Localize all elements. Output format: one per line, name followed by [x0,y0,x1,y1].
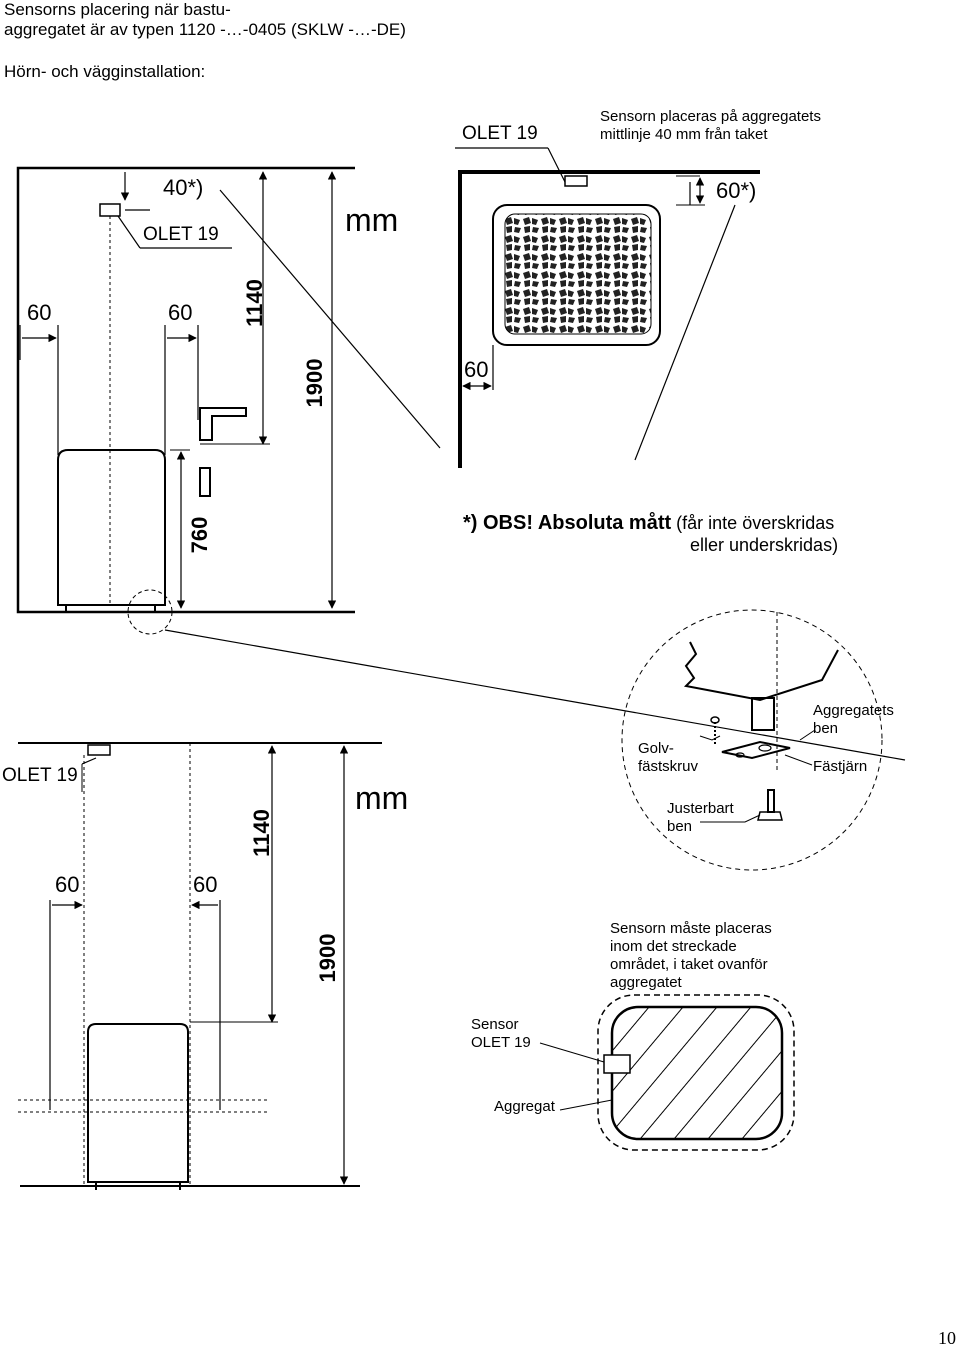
page-number: 10 [938,1328,956,1348]
dim-760: 760 [187,516,212,554]
dim-60-corner: 60 [464,357,489,382]
obs-normal: (får inte överskridas [676,513,835,533]
golv-label-2: fästskruv [638,758,699,775]
top-sensor-note-2: mittlinje 40 mm från taket [600,126,768,143]
bottom-dim-1900: 1900 [315,933,340,983]
justerbart-label-2: ben [667,818,693,835]
sensor-label-1: Sensor [471,1016,519,1033]
top-sensor-note-1: Sensorn placeras på aggregatets [600,108,821,125]
top-olet-label: OLET 19 [462,123,538,144]
obs-note: *) OBS! Absoluta mått (får inte överskri… [463,512,834,535]
dim-60-top: 60*) [716,178,757,203]
title-line-1: Sensorns placering när bastu- [4,0,231,19]
diagonal-line [219,189,441,449]
bottom-olet-label: OLET 19 [2,765,78,786]
aggregatets-ben-2: ben [813,720,839,737]
bottom-dim-1140: 1140 [249,809,274,857]
bottom-left-room [18,742,382,1190]
dim-60-left: 60 [27,300,52,325]
bottom-dim-60-right: 60 [193,872,218,897]
justerbart-label-1: Justerbart [667,800,734,817]
obs-line-2: eller underskridas) [690,535,839,555]
subtitle: Hörn- och vägginstallation: [4,62,206,81]
top-olet-label-2: OLET 19 [143,224,219,245]
dim-1900-top: 1900 [302,358,327,408]
dim-60-mid: 60 [168,300,193,325]
obs-bold: *) OBS! Absoluta mått [463,512,672,534]
top-right-plan [455,147,760,468]
sensor-label-2: OLET 19 [471,1034,531,1051]
dim-1140-top: 1140 [242,279,267,327]
top-left-room [16,166,906,761]
bottom-sensor-note-3: området, i taket ovanför [610,956,768,973]
bottom-sensor-note-4: aggregatet [610,974,682,991]
bottom-unit-mm: mm [355,780,409,816]
bottom-dim-60-left: 60 [55,872,80,897]
fastjarn-label: Fästjärn [813,758,868,775]
bottom-sensor-note-1: Sensorn måste placeras [610,920,772,937]
dim-40: 40*) [163,175,204,200]
bottom-right-plan [539,994,795,1151]
foot-detail [621,609,883,871]
title-line-2: aggregatet är av typen 1120 -…-0405 (SKL… [4,20,406,39]
golv-label-1: Golv- [638,740,674,757]
bottom-sensor-note-2: inom det streckade [610,938,737,955]
aggregat-label: Aggregat [494,1098,555,1115]
aggregatets-ben-1: Aggregatets [813,702,894,719]
top-unit-mm: mm [345,202,399,238]
